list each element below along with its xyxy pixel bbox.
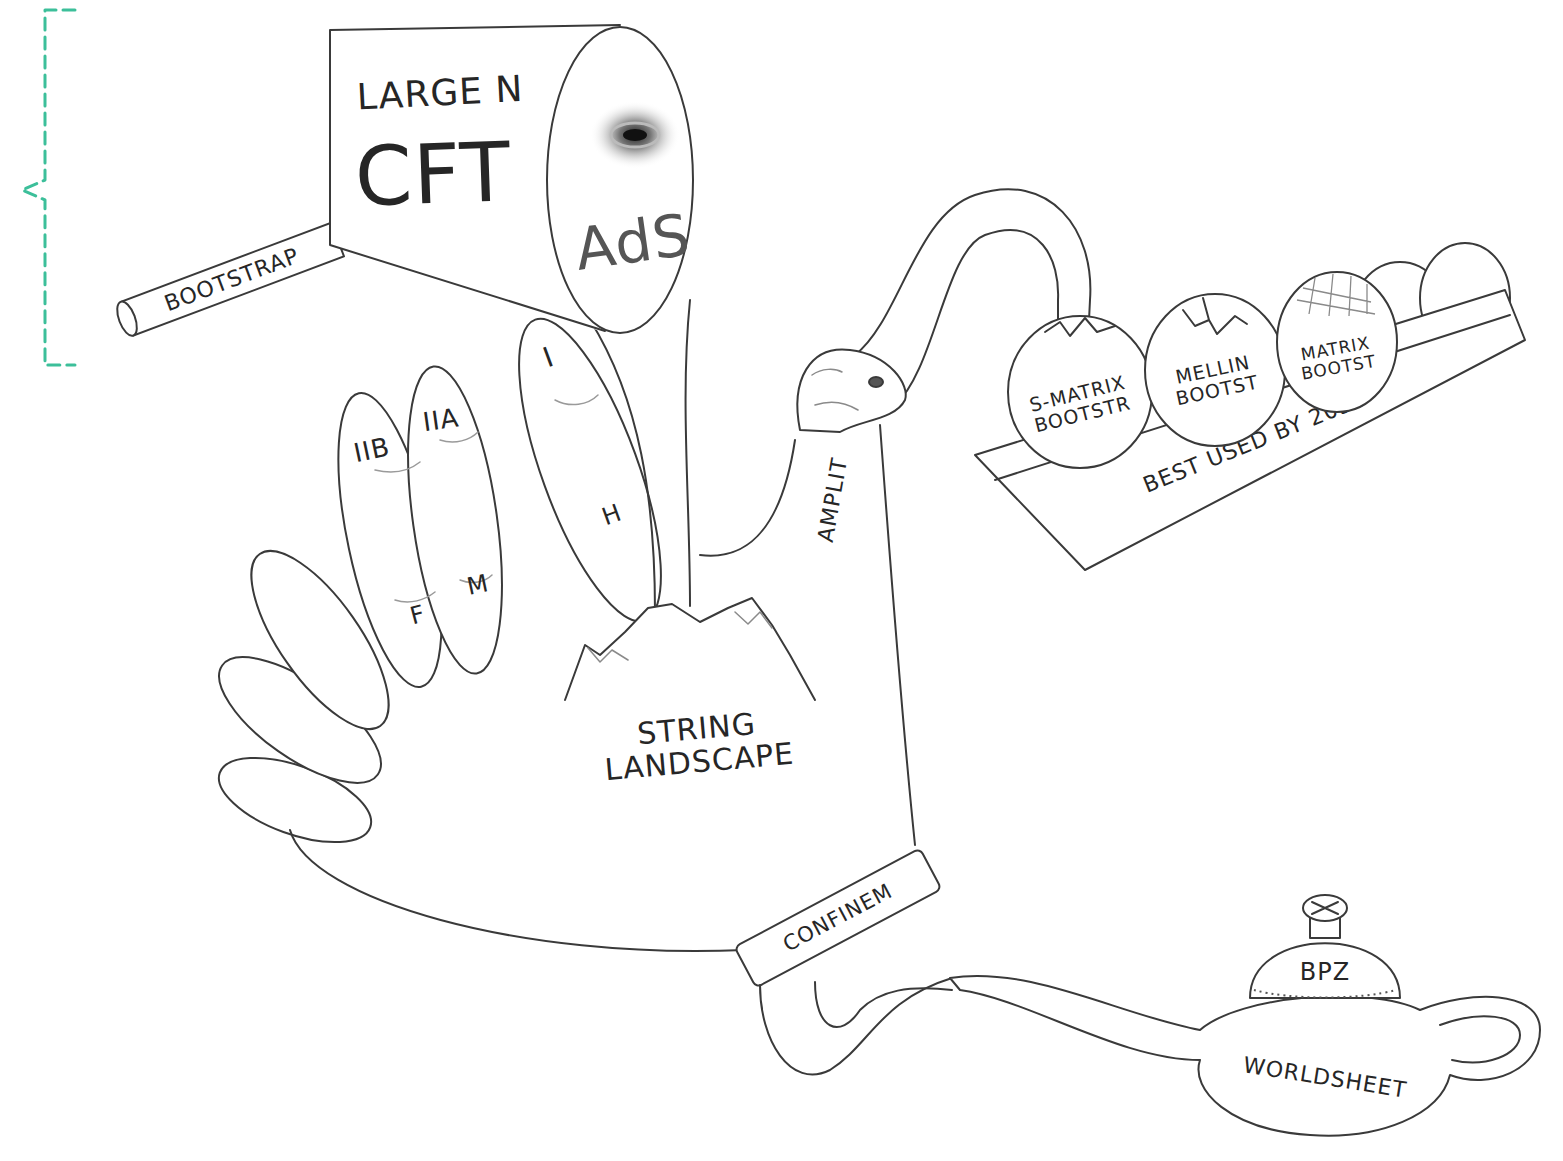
illustration-label: STRING LANDSCAPE [576,702,821,789]
bracket [22,10,75,365]
illustration-label: IIA [421,403,461,436]
cup-mouth-outline [545,25,695,335]
magic-lamp: WORLDSHEETBPZ [950,890,1555,1140]
palm-outline [700,440,795,556]
egg-carton: BEST USED BY 2030S-MATRIX BOOTSTRMELLIN … [965,230,1555,590]
magic-lamp-outline [950,890,1555,1140]
node-text: CFT [353,127,512,223]
mountain-snow [588,612,772,662]
snake-body [880,425,915,845]
knuckle-lines [375,395,598,602]
node-text: LARGE N [356,69,524,117]
pour-stream [590,300,690,612]
egg: MELLIN BOOTST [1143,290,1288,450]
bracelet-band [734,848,941,987]
lamp-smoke-tail [815,982,952,1027]
mountains [565,598,815,700]
crank-handle [113,223,344,339]
lamp-smoke-tail [760,978,952,1074]
egg: S-MATRIX BOOTSTR [1005,310,1155,470]
palm-outline [290,830,745,951]
lamp-lid: BPZ [1240,890,1410,1002]
snake-eye [869,377,883,387]
snake-head [797,350,905,432]
cup-cylinder: LARGE N CFT AdS [315,15,705,345]
snake-scales [812,369,858,410]
cup-mouth: AdS [545,25,695,335]
illustration-label: AMPLIT [814,456,853,544]
node-text: BPZ [1300,959,1350,985]
egg: MATRIX BOOTST [1275,270,1400,415]
